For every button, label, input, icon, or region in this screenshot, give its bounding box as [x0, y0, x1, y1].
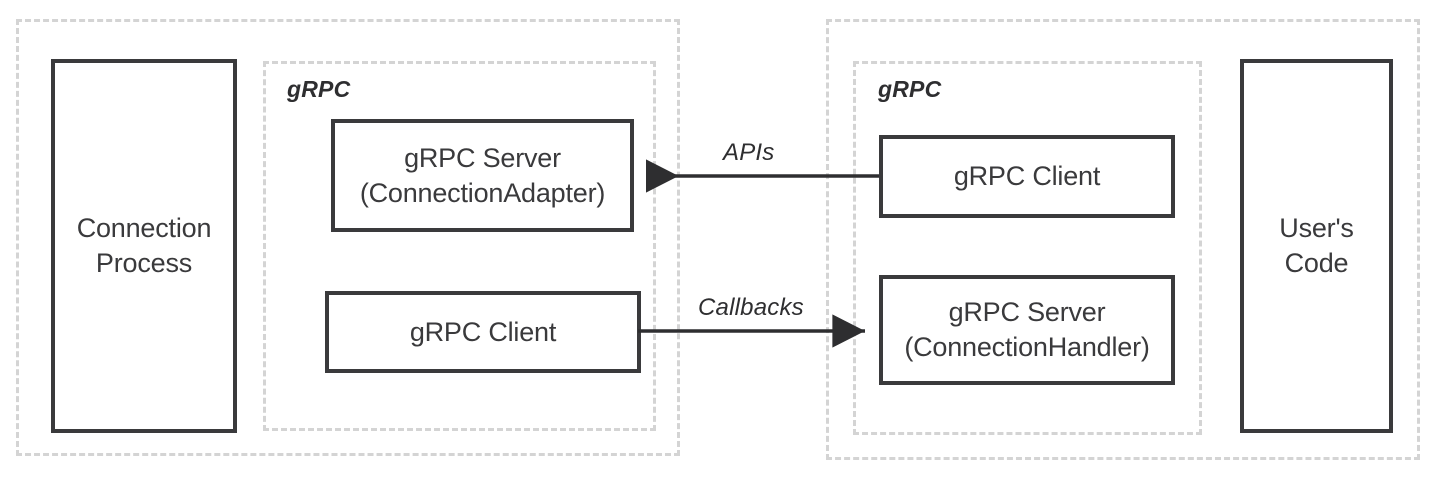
grpc-server-connection-adapter-box: gRPC Server (ConnectionAdapter) — [331, 119, 634, 232]
grpc-client-right-label: gRPC Client — [953, 161, 1101, 192]
grpc-client-left-box: gRPC Client — [325, 291, 641, 373]
user-code-outer-container — [826, 19, 1420, 460]
connection-process-box-label: Connection Process — [76, 213, 212, 278]
user-code-box-label: User's Code — [1279, 213, 1354, 278]
grpc-server-connection-adapter-label: gRPC Server (ConnectionAdapter) — [359, 142, 606, 208]
grpc-client-left-label: gRPC Client — [409, 316, 557, 347]
callbacks-arrow — [638, 314, 865, 348]
apis-arrow-label: APIs — [723, 139, 775, 166]
grpc-group-left-label: gRPC — [287, 76, 351, 102]
grpc-client-right-box: gRPC Client — [879, 135, 1175, 218]
user-code-box: User's Code — [1240, 59, 1393, 433]
grpc-group-left — [263, 61, 656, 431]
grpc-server-connection-handler-box: gRPC Server (ConnectionHandler) — [879, 275, 1175, 385]
apis-arrow — [646, 159, 879, 193]
connection-process-outer-container — [16, 19, 680, 456]
connection-process-box: Connection Process — [51, 59, 237, 433]
callbacks-arrow-label: Callbacks — [698, 294, 804, 321]
grpc-server-connection-handler-label: gRPC Server (ConnectionHandler) — [904, 297, 1150, 362]
grpc-group-right-label: gRPC — [878, 76, 942, 102]
grpc-group-right — [853, 61, 1202, 435]
